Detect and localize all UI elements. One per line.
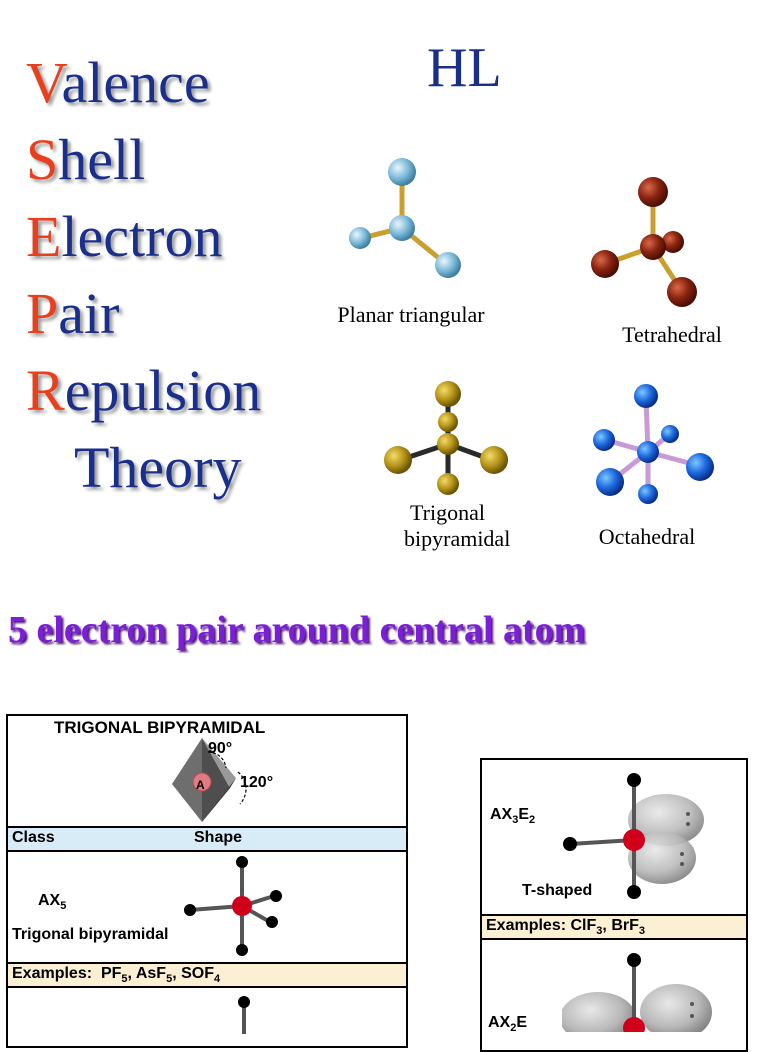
table-title: TRIGONAL BIPYRAMIDAL xyxy=(54,718,266,737)
examples-row: Examples: PF5, AsF5, SOF4 xyxy=(8,962,406,988)
angle-90: 90° xyxy=(208,740,233,757)
ax2e-formula: AX2E xyxy=(488,1014,528,1035)
central-atom-label: A xyxy=(196,778,205,792)
acronym-line-shell: Shell xyxy=(26,127,146,192)
acronym-line-valence: Valence xyxy=(26,50,210,115)
caption-octahedral: Octahedral xyxy=(598,524,696,549)
next-molecule-lobes xyxy=(562,953,712,1032)
class-name: Trigonal bipyramidal xyxy=(12,926,169,943)
caption-planar-triangular: Planar triangular xyxy=(337,302,485,327)
examples-label: Examples: xyxy=(12,965,93,982)
trigonal-bipyramidal-molecule xyxy=(384,381,508,495)
caption-tetrahedral: Tetrahedral xyxy=(622,322,722,347)
class-formula: AX5 xyxy=(38,892,67,913)
example-sof4: SOF4 xyxy=(181,965,221,986)
col-shape: Shape xyxy=(194,829,243,846)
acronym-line-repulsion: Repulsion xyxy=(26,358,262,423)
example-pf5: PF5, xyxy=(100,965,132,986)
caption-trigonal-bipyramidal: Trigonal bipyramidal xyxy=(392,500,542,552)
acronym-line-pair: Pair xyxy=(26,281,120,346)
angle-120: 120° xyxy=(240,774,274,791)
example-brf3: BrF3 xyxy=(611,917,645,938)
ax5-molecule xyxy=(184,856,282,956)
t-shaped-label: T-shaped xyxy=(522,882,593,899)
t-examples-label: Examples: xyxy=(486,917,567,934)
acronym-line-electron: Electron xyxy=(26,204,223,269)
caption-trigonal-line2: bipyramidal xyxy=(404,526,511,551)
example-asf5: AsF5, xyxy=(135,965,177,986)
octahedral-molecule xyxy=(593,384,714,504)
planar-triangular-molecule xyxy=(349,158,461,278)
t-shaped-molecule xyxy=(563,773,704,899)
bipyramid-diagram xyxy=(172,738,247,822)
next-molecule-top xyxy=(238,996,250,1034)
acronym-line-theory: Theory xyxy=(74,435,242,500)
t-shaped-examples-row: Examples: ClF3, BrF3 xyxy=(482,914,746,940)
vsepr-title: Valence Shell Electron Pair Repulsion Th… xyxy=(26,44,261,506)
level-label: HL xyxy=(427,37,502,99)
section-banner: 5 electron pair around central atom xyxy=(8,609,586,651)
example-clf3: ClF3, xyxy=(570,917,607,938)
t-shaped-box: AX3E2 T-shaped Examples: ClF3, BrF3 xyxy=(480,758,748,1052)
table-header-row: Class Shape xyxy=(8,826,406,852)
ax3e2-formula: AX3E2 xyxy=(490,806,536,827)
col-class: Class xyxy=(12,829,55,846)
trigonal-bipyramidal-table: TRIGONAL BIPYRAMIDAL A 90° 120° Class Sh… xyxy=(6,714,408,1048)
caption-trigonal-line1: Trigonal xyxy=(410,500,485,525)
tetrahedral-molecule xyxy=(591,177,697,307)
